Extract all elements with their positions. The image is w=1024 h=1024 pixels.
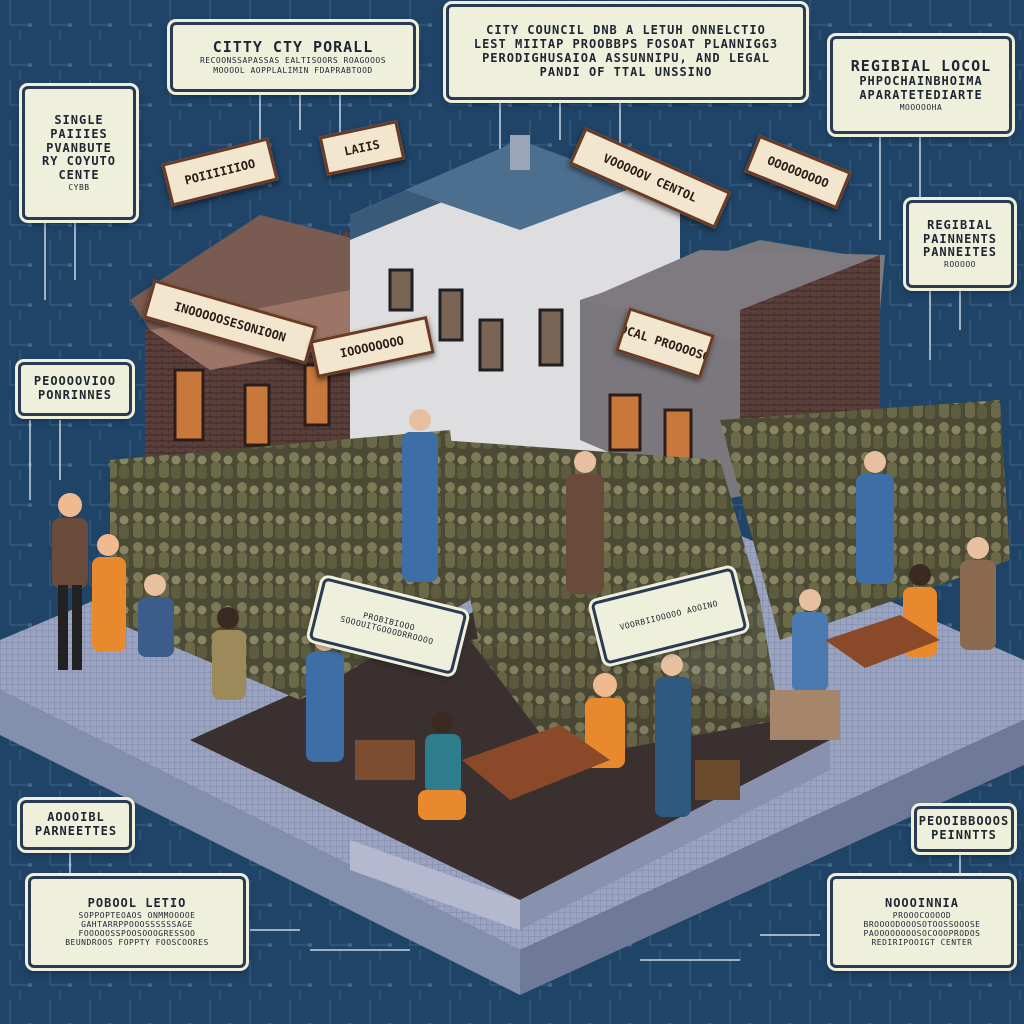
label-bottom-left-small-line2: PARNEETTES bbox=[34, 824, 118, 838]
label-top-center-line2: LEST MIITAP PROOBBPS FOSOAT PLANNIGG3 bbox=[473, 37, 779, 52]
label-left-mid-line2: PONRINNES bbox=[37, 388, 113, 402]
label-left-mid-line1: PEOOOOVIOO bbox=[33, 374, 117, 389]
label-left-upper-line4: RY COYUTO bbox=[41, 154, 117, 169]
label-bottom-right-big-line3: BROOOODOOOSOTOOSSOOOSE bbox=[863, 919, 981, 929]
label-right-mid-line4: ROOOOO bbox=[944, 260, 976, 270]
label-top-center: CITY COUNCIL DNB A LETUH ONNELCTIO LEST … bbox=[446, 4, 806, 100]
label-left-upper: SINGLE PAIIIES PVANBUTE RY COYUTO CENTE … bbox=[22, 86, 136, 220]
label-top-left-line2: RECOONSSAPASSAS EALTISOORS ROAGOOOS bbox=[199, 56, 387, 66]
label-right-mid: REGIBIAL PAINNENTS PANNEITES ROOOOO bbox=[906, 200, 1014, 288]
label-left-upper-line6: CYBB bbox=[68, 182, 90, 192]
label-bottom-right-big-line1: NOOOINNIA bbox=[884, 895, 960, 910]
sign-plaza-right-text: VOORBIIOOOOO AOOINO bbox=[618, 599, 720, 633]
label-top-right-line2: PHPOCHAINBHOIMA bbox=[859, 74, 983, 89]
label-right-mid-line3: PANNEITES bbox=[922, 245, 998, 260]
label-left-mid: PEOOOOVIOO PONRINNES bbox=[18, 362, 132, 416]
label-bottom-left-big: POBOOL LETIO SOPPOPTEOAOS ONMMOOOOE GAHT… bbox=[28, 876, 246, 968]
label-top-center-line3: PERODIGHUSAIOA ASSUNNIPU, AND LEGAL bbox=[482, 51, 770, 65]
label-left-upper-line1: SINGLE bbox=[54, 112, 104, 127]
label-bottom-right-small-line2: PEINNTTS bbox=[931, 828, 997, 842]
label-bottom-right-big-line2: PROOOCOOOOD bbox=[892, 910, 952, 920]
label-bottom-right-small-line1: PEOOIBBOOOS bbox=[918, 814, 1010, 829]
label-top-center-line1: CITY COUNCIL DNB A LETUH ONNELCTIO bbox=[486, 23, 766, 38]
label-top-center-line4: PANDI OF TTAL UNSSINO bbox=[539, 64, 713, 79]
label-bottom-left-big-line3: GAHTARRPPOOOSSSSSSAGE bbox=[81, 919, 193, 929]
label-top-left-line3: MOOOOL AOPPLALIMIN FDAPRABTOOD bbox=[213, 65, 373, 75]
label-right-mid-line2: PAINNENTS bbox=[922, 231, 998, 246]
label-bottom-left-big-line4: FOOOOOSSPOOSOOOGRESSOO bbox=[78, 928, 196, 938]
label-left-upper-line3: PVANBUTE bbox=[46, 140, 112, 155]
label-bottom-right-big-line4: PAOOOOOOOOSOCOOOPRODOS bbox=[863, 928, 981, 938]
label-bottom-left-small: AOOOIBL PARNEETTES bbox=[20, 800, 132, 850]
label-top-left-title: CITTY CTY PORALL bbox=[212, 38, 374, 57]
label-bottom-left-small-line1: AOOOIBL bbox=[47, 810, 105, 825]
label-left-upper-line2: PAIIIES bbox=[50, 126, 108, 141]
label-bottom-left-big-line1: POBOOL LETIO bbox=[87, 895, 187, 910]
label-bottom-left-big-line2: SOPPOPTEOAOS ONMMOOOOE bbox=[78, 910, 196, 920]
label-top-right: REGIBIAL LOCOL PHPOCHAINBHOIMA APARATETE… bbox=[830, 36, 1012, 134]
label-top-right-line1: REGIBIAL LOCOL bbox=[850, 56, 992, 75]
label-left-upper-line5: CENTE bbox=[58, 168, 100, 183]
label-bottom-left-big-line5: BEUNDROOS FOPPTY FOOSCOORES bbox=[65, 938, 209, 948]
sign-plaza-left-text: PROBIBIOOO SOOOUITGOOODRROOOO bbox=[339, 610, 435, 647]
label-top-right-line4: MOOOOOHA bbox=[899, 102, 943, 112]
label-bottom-right-big-line5: REDIRIPOOIGT CENTER bbox=[871, 938, 973, 948]
label-bottom-right-small: PEOOIBBOOOS PEINNTTS bbox=[914, 806, 1014, 852]
figure-group bbox=[52, 409, 996, 820]
label-top-right-line3: APARATETEDIARTE bbox=[859, 88, 983, 103]
label-right-mid-line1: REGIBIAL bbox=[927, 217, 993, 232]
label-top-left: CITTY CTY PORALL RECOONSSAPASSAS EALTISO… bbox=[170, 22, 416, 92]
label-bottom-right-big: NOOOINNIA PROOOCOOOOD BROOOODOOOSOTOOSSO… bbox=[830, 876, 1014, 968]
